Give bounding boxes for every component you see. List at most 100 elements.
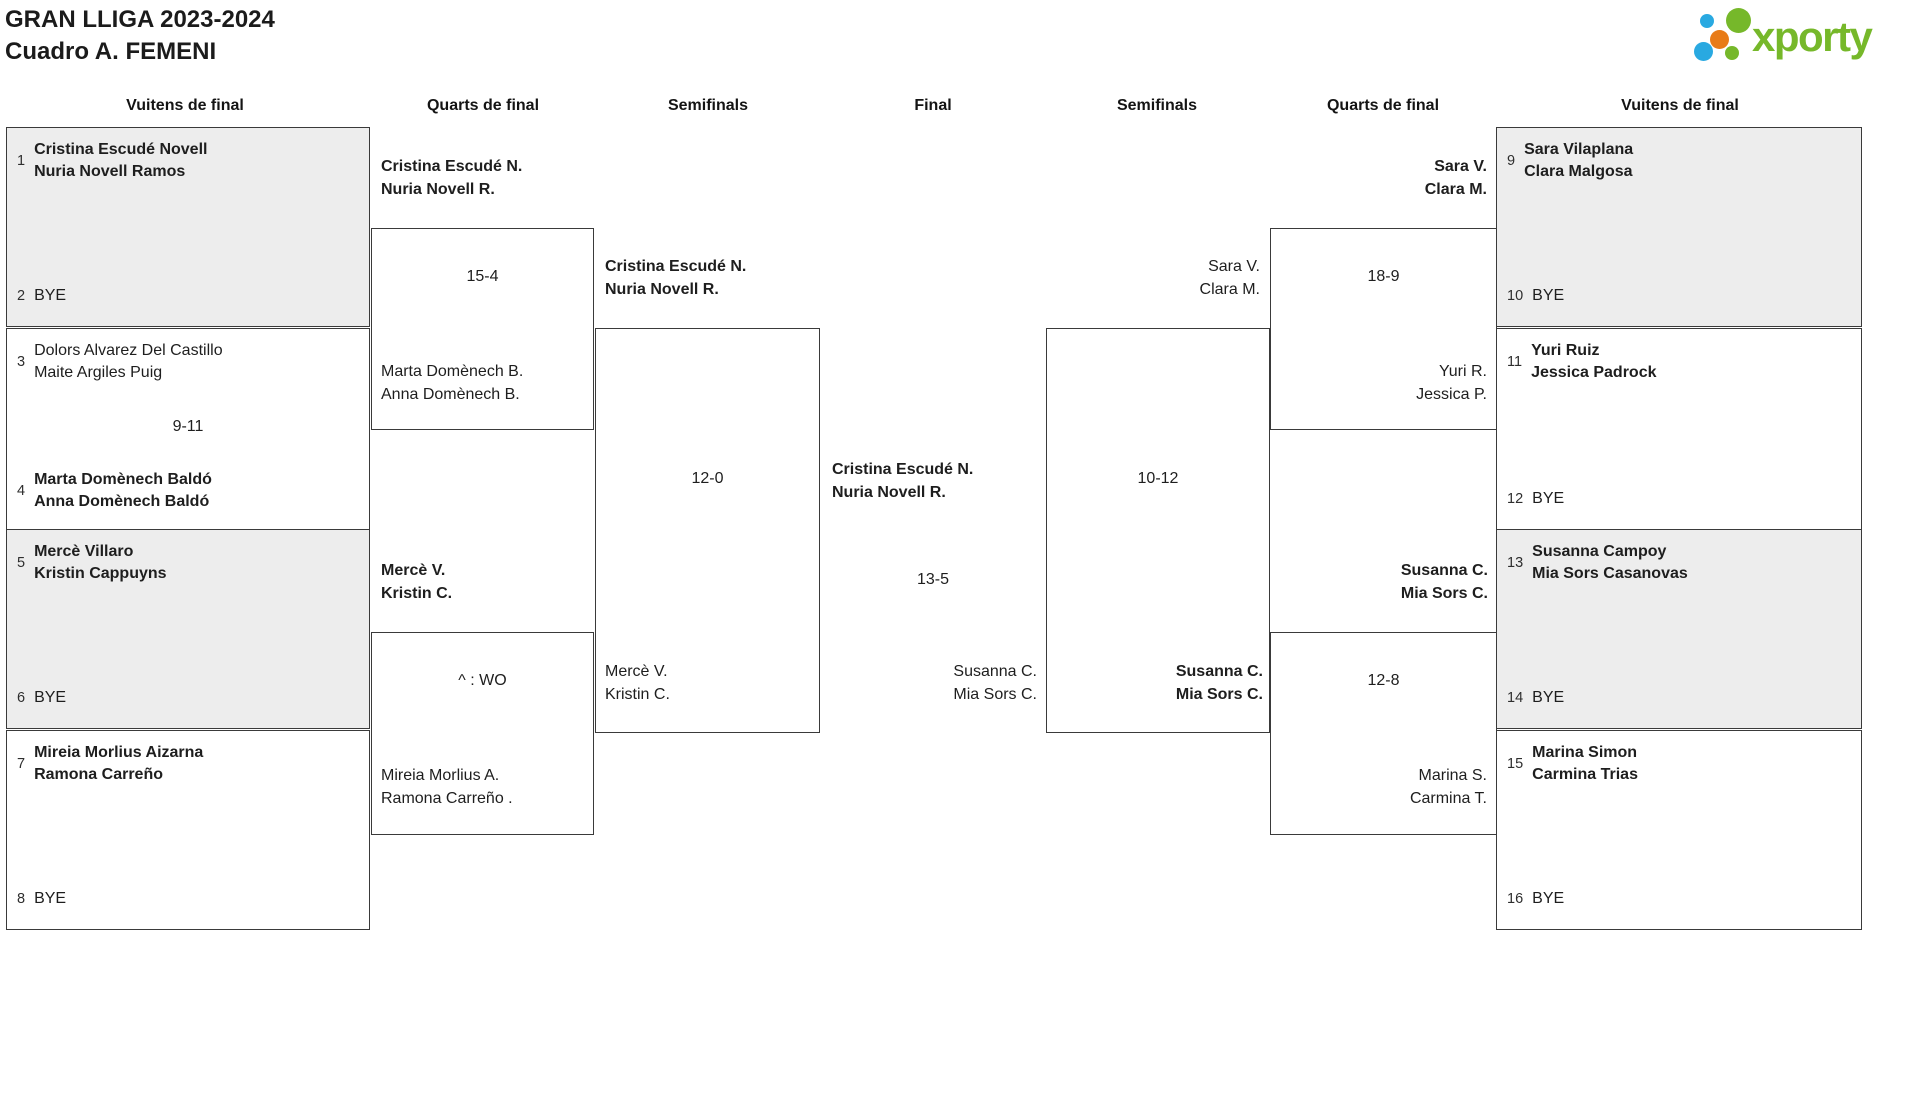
team-slot-7[interactable]: 7 Mireia Morlius Aizarna Ramona Carreño [17, 742, 203, 786]
seed-number: 7 [17, 756, 26, 772]
page-title-line1: GRAN LLIGA 2023-2024 [5, 6, 275, 33]
score-qf-right-1: 18-9 [1367, 268, 1400, 285]
player-name: Susanna Campoy [1532, 543, 1667, 560]
round-header-final: Final [914, 97, 952, 114]
seed-number: 15 [1507, 756, 1524, 772]
score-r16-left-m2: 9-11 [172, 418, 204, 435]
match-box-r16-right-2: 11 Yuri Ruiz Jessica Padrock 12 BYE [1496, 328, 1862, 530]
bye-label: BYE [34, 287, 67, 304]
bye-label: BYE [1532, 689, 1565, 706]
player-name: Anna Domènech B. [381, 386, 520, 403]
seed-number: 9 [1507, 153, 1516, 169]
seed-number: 1 [17, 153, 26, 169]
player-name: Ramona Carreño . [381, 790, 513, 807]
qf-right-1-top-team[interactable]: Sara V. Clara M. [1425, 155, 1487, 201]
round-header-vuitens-right: Vuitens de final [1621, 97, 1739, 114]
qf-left-1-bottom-team[interactable]: Marta Domènech B. Anna Domènech B. [381, 360, 523, 406]
player-name: Carmina T. [1409, 790, 1487, 807]
match-box-qf-left-2 [371, 632, 594, 835]
bye-label: BYE [34, 890, 67, 907]
sf-right-bottom-team[interactable]: Susanna C. Mia Sors C. [1176, 660, 1263, 706]
bye-label: BYE [1532, 490, 1565, 507]
player-name: Mercè V. [381, 562, 446, 579]
player-name: Mercè Villaro [34, 543, 134, 560]
seed-number: 16 [1507, 891, 1524, 907]
player-name: Cristina Escudé N. [832, 461, 974, 478]
player-name: Mireia Morlius A. [381, 767, 500, 784]
round-header-quarts-left: Quarts de final [426, 97, 540, 114]
player-name: Sara V. [1434, 158, 1487, 175]
qf-left-2-bottom-team[interactable]: Mireia Morlius A. Ramona Carreño . [381, 764, 513, 810]
player-name: Jessica P. [1416, 386, 1487, 403]
match-box-qf-right-1 [1270, 228, 1497, 430]
team-slot-13[interactable]: 13 Susanna Campoy Mia Sors Casanovas [1507, 541, 1688, 585]
player-name: Mireia Morlius Aizarna [34, 744, 204, 761]
player-name: Susanna C. [953, 663, 1037, 680]
final-winner-team[interactable]: Cristina Escudé N. Nuria Novell R. [832, 458, 973, 504]
match-box-r16-left-2: 3 Dolors Alvarez Del Castillo Maite Argi… [6, 328, 370, 530]
match-box-qf-left-1 [371, 228, 594, 430]
player-name: Yuri R. [1438, 363, 1487, 380]
qf-right-1-bottom-team[interactable]: Yuri R. Jessica P. [1416, 360, 1487, 406]
score-qf-left-2: ^ : WO [458, 672, 507, 689]
bye-slot-2: 2 BYE [17, 285, 66, 307]
player-name: Nuria Novell Ramos [34, 163, 186, 180]
bye-label: BYE [1532, 890, 1565, 907]
final-runnerup-team[interactable]: Susanna C. Mia Sors C. [953, 660, 1037, 706]
logo-wordmark: xporty [1752, 13, 1873, 60]
player-name: Jessica Padrock [1531, 364, 1657, 381]
team-slot-3[interactable]: 3 Dolors Alvarez Del Castillo Maite Argi… [17, 340, 223, 384]
player-name: Dolors Alvarez Del Castillo [34, 342, 223, 359]
score-qf-right-2: 12-8 [1367, 672, 1400, 689]
player-name: Sara V. [1208, 258, 1260, 275]
bye-slot-16: 16 BYE [1507, 888, 1564, 910]
qf-left-2-top-team[interactable]: Mercè V. Kristin C. [381, 559, 452, 605]
round-header-semis-left: Semifinals [667, 97, 749, 114]
match-box-sf-left [595, 328, 820, 733]
sf-left-bottom-team[interactable]: Mercè V. Kristin C. [605, 660, 670, 706]
team-slot-5[interactable]: 5 Mercè Villaro Kristin Cappuyns [17, 541, 167, 585]
qf-left-1-top-team[interactable]: Cristina Escudé N. Nuria Novell R. [381, 155, 522, 201]
player-name: Ramona Carreño [34, 766, 163, 783]
player-name: Kristin C. [381, 585, 453, 602]
player-name: Anna Domènech Baldó [34, 493, 210, 510]
player-name: Yuri Ruiz [1531, 342, 1600, 359]
seed-number: 5 [17, 555, 26, 571]
player-name: Cristina Escudé N. [605, 258, 747, 275]
player-name: Marina Simon [1532, 744, 1638, 761]
seed-number: 8 [17, 891, 26, 907]
round-header-vuitens-left: Vuitens de final [126, 97, 244, 114]
player-name: Nuria Novell R. [605, 281, 719, 298]
player-name: Sara Vilaplana [1524, 141, 1634, 158]
match-box-r16-right-3: 13 Susanna Campoy Mia Sors Casanovas 14 … [1496, 529, 1862, 729]
player-name: Marta Domènech B. [381, 363, 524, 380]
player-name: Mia Sors Casanovas [1532, 565, 1688, 582]
sf-right-top-team[interactable]: Sara V. Clara M. [1200, 255, 1260, 301]
team-slot-9[interactable]: 9 Sara Vilaplana Clara Malgosa [1507, 139, 1633, 183]
qf-right-2-top-team[interactable]: Susanna C. Mia Sors C. [1401, 559, 1488, 605]
player-name: Kristin Cappuyns [34, 565, 167, 582]
team-slot-4[interactable]: 4 Marta Domènech Baldó Anna Domènech Bal… [17, 469, 212, 513]
bye-slot-10: 10 BYE [1507, 285, 1564, 307]
match-box-sf-right [1046, 328, 1270, 733]
bye-slot-8: 8 BYE [17, 888, 66, 910]
seed-number: 12 [1507, 491, 1524, 507]
player-name: Clara M. [1424, 181, 1487, 198]
player-name: Nuria Novell R. [832, 484, 946, 501]
player-name: Marta Domènech Baldó [34, 471, 212, 488]
logo-dot-blue-large [1694, 42, 1713, 61]
player-name: Susanna C. [1400, 562, 1488, 579]
team-slot-1[interactable]: 1 Cristina Escudé Novell Nuria Novell Ra… [17, 139, 207, 183]
sf-left-top-team[interactable]: Cristina Escudé N. Nuria Novell R. [605, 255, 746, 301]
bye-label: BYE [34, 689, 67, 706]
qf-right-2-bottom-team[interactable]: Marina S. Carmina T. [1410, 764, 1487, 810]
player-name: Mia Sors C. [1400, 585, 1488, 602]
team-slot-15[interactable]: 15 Marina Simon Carmina Trias [1507, 742, 1638, 786]
player-name: Kristin C. [605, 686, 670, 703]
round-header-quarts-right: Quarts de final [1326, 97, 1440, 114]
player-name: Mia Sors C. [1175, 686, 1263, 703]
team-slot-11[interactable]: 11 Yuri Ruiz Jessica Padrock [1507, 340, 1656, 384]
seed-number: 14 [1507, 690, 1524, 706]
score-sf-right: 10-12 [1137, 470, 1179, 487]
seed-number: 13 [1507, 555, 1524, 571]
